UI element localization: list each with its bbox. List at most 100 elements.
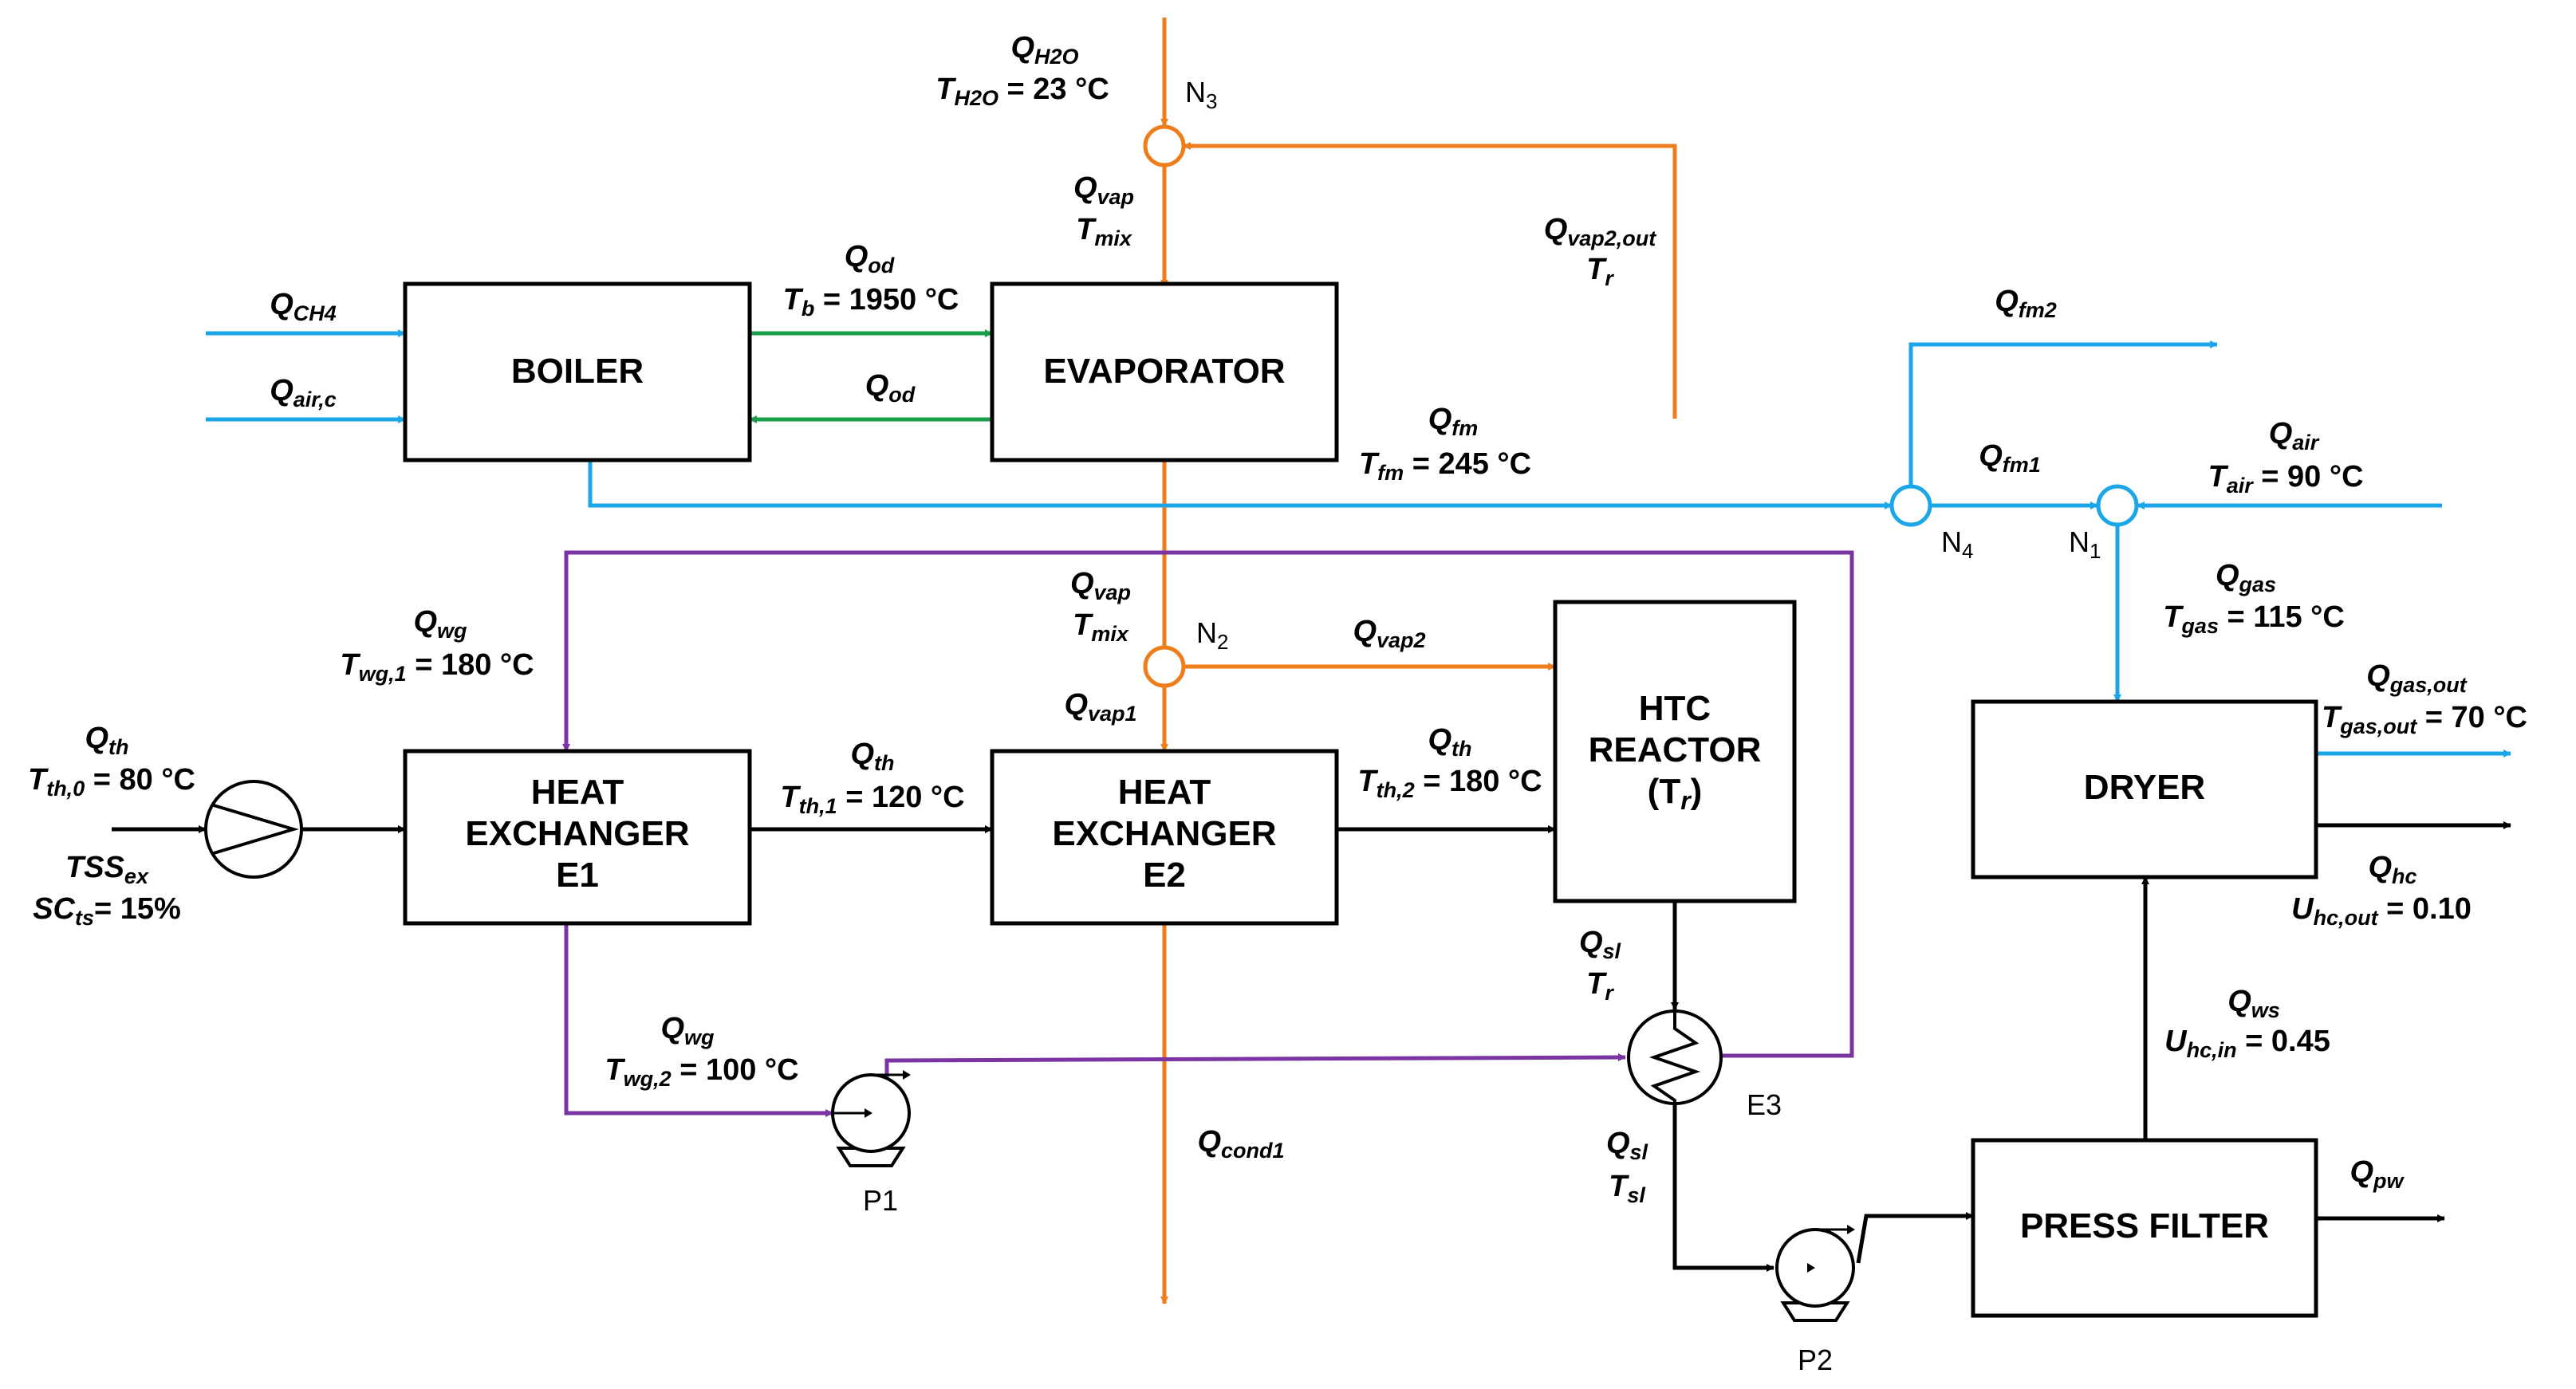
q-vap2-label: Qvap2 — [1353, 615, 1425, 652]
press-filter-box — [1971, 1138, 2318, 1318]
q-sl-bottom-label: Qsl — [1606, 1127, 1648, 1164]
e2-label-line3: E2 — [1143, 856, 1186, 895]
htc-label-line1: HTC — [1639, 689, 1711, 728]
q-air-c-label: Qair,c — [270, 374, 337, 411]
t-mix-mid-label: Tmix — [1073, 608, 1129, 646]
dryer-label: DRYER — [2084, 768, 2205, 807]
node-labels: N3 N2 N4 N1 — [1185, 76, 2101, 654]
tss-ex-label: TSSex — [65, 851, 149, 888]
q-ch4-label: QCH4 — [270, 288, 337, 325]
q-od-bottom-label: Qod — [865, 369, 916, 407]
q-fm-label: Qfm — [1428, 403, 1479, 440]
u-hc-out-label: Uhc,out = 0.10 — [2291, 892, 2472, 930]
t-r-top-label: Tr — [1586, 253, 1614, 290]
unit-boxes — [403, 281, 2318, 1318]
air-gas-streams — [206, 329, 2511, 757]
q-fm1-label: Qfm1 — [1979, 439, 2041, 477]
q-air-label: Qair — [2269, 417, 2320, 454]
p2-to-press-line — [1856, 1212, 1974, 1264]
fm-flue-line — [588, 460, 1893, 510]
q-vap-mid-label: Qvap — [1070, 567, 1131, 604]
pump-p1-icon — [831, 1070, 911, 1167]
wg-return-line — [564, 923, 833, 1117]
wg-to-e3-line — [884, 1053, 1626, 1113]
dryer-box — [1971, 699, 2318, 879]
htc-label-line3: (Tr) — [1648, 772, 1703, 815]
sc-ts-label: SCts= 15% — [33, 892, 181, 930]
heat-exchanger-e2-box — [990, 749, 1339, 926]
q-gas-label: Qgas — [2216, 559, 2276, 596]
q-ws-label: Qws — [2227, 985, 2280, 1022]
mixing-nodes — [1143, 124, 2139, 688]
t-b-label: Tb = 1950 °C — [783, 283, 959, 321]
node-n3 — [1143, 124, 1186, 167]
t-mix-top-label: Tmix — [1076, 213, 1132, 250]
e3-to-p2-line — [1672, 1104, 1774, 1272]
t-gas-out-label: Tgas,out = 70 °C — [2322, 701, 2527, 738]
q-vap-top-label: Qvap — [1073, 171, 1134, 209]
t-th1-label: Tth,1 = 120 °C — [780, 781, 964, 818]
evaporator-label: EVAPORATOR — [1043, 352, 1285, 391]
wg-hot-line — [562, 550, 1854, 1058]
feed-pump-icon — [204, 780, 303, 879]
t-fm-label: Tfm = 245 °C — [1359, 447, 1531, 485]
t-th0-label: Tth,0 = 80 °C — [28, 763, 195, 801]
fm2-branch-line — [1908, 340, 2218, 486]
q-th-mid-label: Qth — [850, 738, 894, 775]
t-wg2-label: Twg,2 = 100 °C — [605, 1053, 798, 1091]
q-pw-label: Qpw — [2350, 1155, 2405, 1193]
vap2-return-line — [1183, 142, 1677, 419]
unit-labels: BOILER EVAPORATOR HEAT EXCHANGER E1 HEAT… — [465, 352, 2269, 1245]
stream-labels: QH2O TH2O = 23 °C Qvap Tmix Qvap2,out Tr… — [28, 31, 2527, 1207]
node-n4 — [1889, 484, 1932, 527]
t-gas-label: Tgas = 115 °C — [2163, 600, 2345, 638]
t-h2o-label: TH2O = 23 °C — [935, 73, 1109, 110]
q-vap1-label: Qvap1 — [1064, 688, 1136, 726]
node-n4-label: N4 — [1941, 525, 1973, 563]
vapor-streams — [1160, 18, 1677, 1304]
heat-exchanger-e3-icon — [1627, 1009, 1723, 1105]
u-hc-in-label: Uhc,in = 0.45 — [2164, 1025, 2330, 1062]
flue-gas-streams — [749, 329, 993, 423]
boiler-label: BOILER — [511, 352, 644, 391]
t-th2-label: Tth,2 = 180 °C — [1357, 765, 1542, 802]
node-n2-label: N2 — [1196, 616, 1228, 654]
node-n1 — [2096, 484, 2139, 527]
q-gas-out-label: Qgas,out — [2366, 659, 2468, 697]
pump-p2-label: P2 — [1798, 1344, 1833, 1376]
t-r-e3-label: Tr — [1586, 967, 1614, 1005]
heat-exchanger-e1-box — [403, 749, 752, 926]
t-wg1-label: Twg,1 = 180 °C — [340, 648, 534, 686]
press-filter-label: PRESS FILTER — [2020, 1206, 2269, 1245]
e1-label-line1: HEAT — [531, 773, 624, 812]
q-wg-bottom-label: Qwg — [660, 1012, 715, 1049]
q-fm2-label: Qfm2 — [1995, 285, 2057, 322]
evaporator-box — [990, 281, 1339, 462]
e3-label: E3 — [1747, 1088, 1782, 1121]
q-wg-top-label: Qwg — [413, 605, 467, 643]
e1-label-line2: EXCHANGER — [465, 814, 689, 853]
t-sl-label: Tsl — [1609, 1170, 1645, 1207]
pump-p2-icon — [1775, 1225, 1855, 1322]
e2-label-line1: HEAT — [1118, 773, 1211, 812]
node-n2 — [1143, 645, 1186, 688]
q-hc-label: Qhc — [2368, 851, 2416, 888]
node-n3-label: N3 — [1185, 76, 1217, 113]
q-od-top-label: Qod — [845, 240, 895, 277]
q-vap2-out-label: Qvap2,out — [1544, 213, 1657, 250]
q-th-in-label: Qth — [85, 722, 128, 759]
e2-label-line2: EXCHANGER — [1052, 814, 1276, 853]
q-th-right-label: Qth — [1428, 723, 1471, 761]
htc-reactor-box — [1553, 600, 1797, 903]
node-n1-label: N1 — [2069, 525, 2101, 563]
boiler-box — [403, 281, 752, 462]
q-h2o-label: QH2O — [1010, 31, 1078, 69]
pump-p1-label: P1 — [863, 1184, 898, 1217]
htc-label-line2: REACTOR — [1589, 730, 1762, 769]
q-cond1-label: Qcond1 — [1197, 1125, 1284, 1163]
t-air-label: Tair = 90 °C — [2208, 460, 2363, 498]
e1-label-line3: E1 — [556, 856, 599, 895]
sludge-streams — [112, 821, 2511, 1272]
stream-lines — [112, 18, 2511, 1304]
